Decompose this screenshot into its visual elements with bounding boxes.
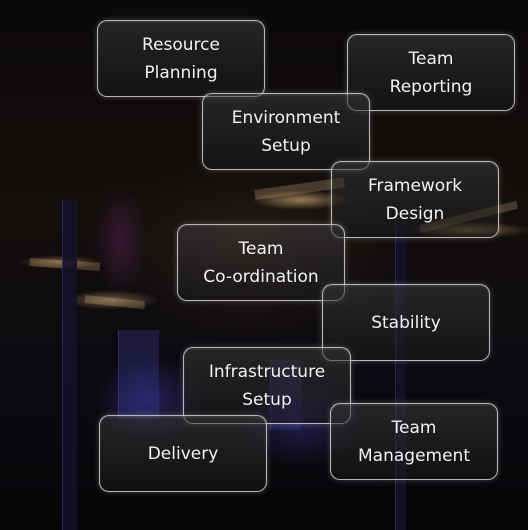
light-beam xyxy=(84,295,146,310)
delivery-box: Delivery xyxy=(99,415,267,492)
stability-box: Stability xyxy=(322,284,490,361)
team-management-box: Team Management xyxy=(330,403,498,480)
framework-design-box: Framework Design xyxy=(331,161,499,238)
infrastructure-setup-box: Infrastructure Setup xyxy=(183,347,351,424)
corridor-pillar xyxy=(62,200,77,530)
corridor-pillar xyxy=(395,210,406,530)
corridor-pillar xyxy=(118,330,159,420)
team-coordination-box: Team Co-ordination xyxy=(177,224,345,301)
resource-planning-box: Resource Planning xyxy=(97,20,265,97)
environment-setup-box: Environment Setup xyxy=(202,93,370,170)
team-reporting-box: Team Reporting xyxy=(347,34,515,111)
